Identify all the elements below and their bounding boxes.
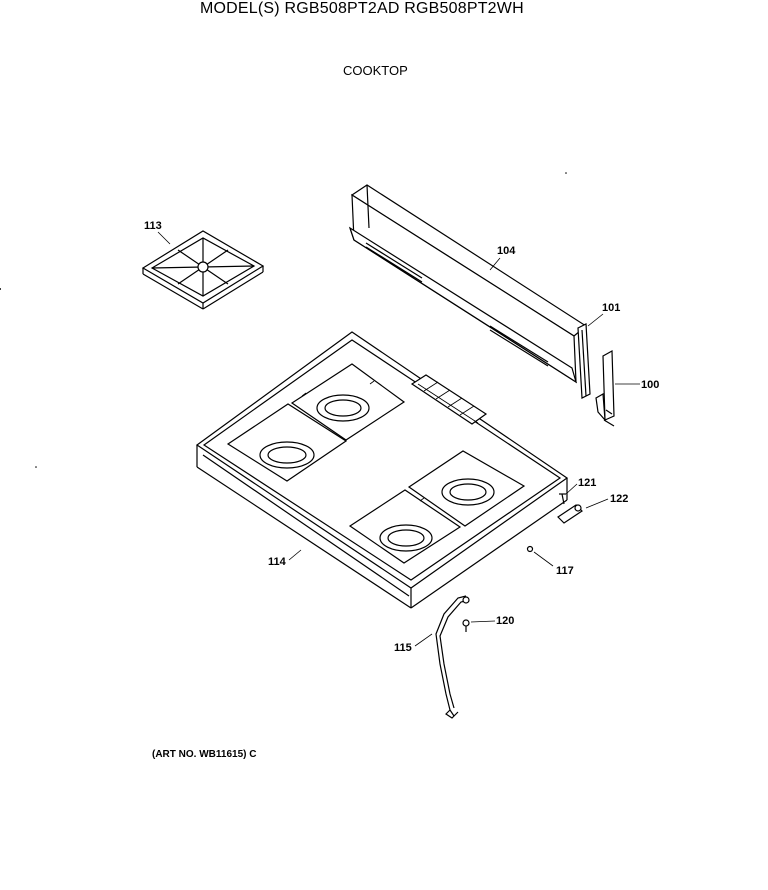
callout-104: 104 [489,245,516,271]
side-bracket [595,349,615,427]
screw-117 [526,545,534,553]
callout-120: 120 [470,615,514,627]
callout-113: 113 [144,220,171,245]
art-number: (ART NO. WB11615) C [152,749,257,760]
callout-label-104: 104 [497,245,516,257]
callout-label-122: 122 [610,493,628,505]
callout-115: 115 [394,633,433,654]
clip-122 [557,504,583,524]
burner-grate [141,230,265,310]
cooktop-panel [195,331,569,609]
scan-specks [0,172,567,468]
callout-label-120: 120 [496,615,514,627]
callout-label-117: 117 [556,565,574,577]
callout-114: 114 [268,549,302,568]
callout-121: 121 [565,477,596,495]
support-rod-115 [435,595,470,719]
backsplash [348,184,588,384]
callout-label-113: 113 [144,220,162,232]
model-title: MODEL(S) RGB508PT2AD RGB508PT2WH [200,0,524,17]
callout-label-100: 100 [641,379,659,391]
callout-101: 101 [587,302,620,327]
callout-label-121: 121 [578,477,596,489]
section-title: COOKTOP [343,63,408,78]
screw-121 [559,493,566,505]
callout-label-114: 114 [268,556,287,568]
end-cap [577,323,591,399]
callout-label-101: 101 [602,302,620,314]
callout-label-115: 115 [394,642,412,654]
callout-117: 117 [533,551,574,577]
callout-100: 100 [615,379,659,391]
screw-120 [462,619,470,632]
callout-122: 122 [585,493,628,509]
